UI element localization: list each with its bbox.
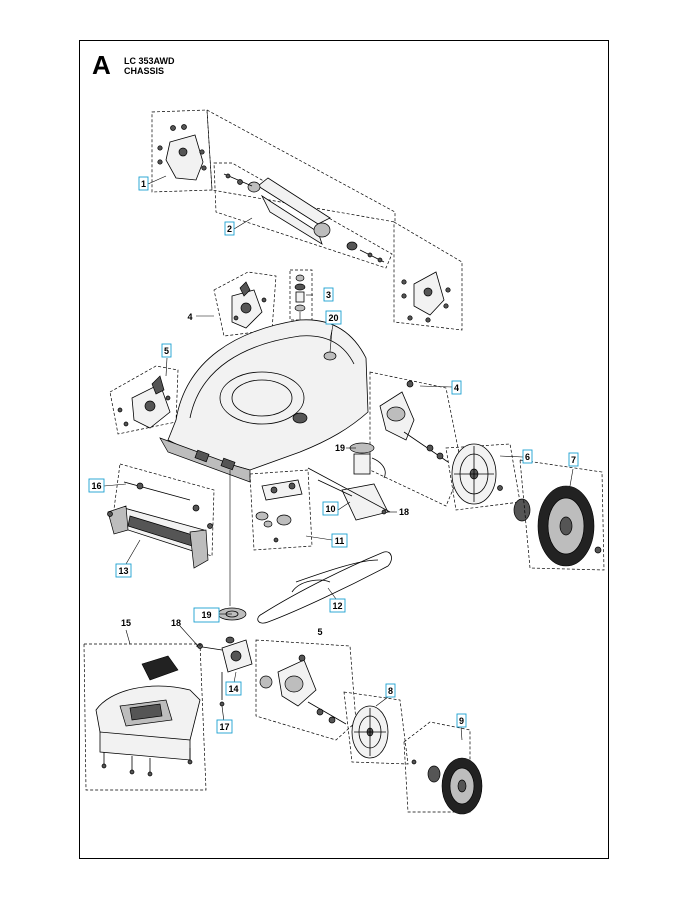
svg-text:19: 19 bbox=[201, 610, 211, 620]
svg-text:2: 2 bbox=[227, 224, 232, 234]
rear-drive-assembly bbox=[369, 371, 605, 571]
callout-10: 10 bbox=[322, 501, 339, 516]
model-name: LC 353AWD bbox=[124, 56, 175, 66]
callout-8: 8 bbox=[385, 683, 396, 698]
callout-16: 16 bbox=[88, 478, 105, 493]
callout-19-upper: 19 bbox=[335, 443, 345, 453]
svg-text:4: 4 bbox=[187, 312, 192, 322]
callout-4-left: 4 bbox=[187, 312, 192, 322]
callout-13: 13 bbox=[115, 563, 132, 578]
svg-text:19: 19 bbox=[335, 443, 345, 453]
callout-2: 2 bbox=[224, 221, 235, 236]
svg-text:5: 5 bbox=[164, 346, 169, 356]
svg-text:8: 8 bbox=[388, 686, 393, 696]
svg-text:9: 9 bbox=[459, 716, 464, 726]
callout-7: 7 bbox=[568, 452, 579, 467]
top-cover bbox=[83, 643, 207, 791]
callout-15: 15 bbox=[121, 618, 131, 628]
callout-19-lower: 19 bbox=[193, 607, 220, 623]
svg-text:20: 20 bbox=[328, 313, 338, 323]
diagram-frame bbox=[79, 40, 609, 859]
svg-text:12: 12 bbox=[332, 601, 342, 611]
svg-text:18: 18 bbox=[399, 507, 409, 517]
drive-belt bbox=[257, 551, 392, 624]
front-drive-assembly bbox=[255, 639, 483, 815]
callout-3: 3 bbox=[323, 287, 334, 302]
section-letter: A bbox=[92, 50, 111, 80]
callout-17: 17 bbox=[216, 719, 233, 734]
height-lever-side bbox=[109, 365, 179, 435]
callout-5-upper: 5 bbox=[161, 343, 172, 358]
section-title: CHASSIS bbox=[124, 66, 165, 76]
handle-assembly bbox=[151, 109, 463, 331]
svg-text:3: 3 bbox=[326, 290, 331, 300]
callout-20: 20 bbox=[325, 310, 342, 325]
svg-text:4: 4 bbox=[454, 383, 459, 393]
svg-text:6: 6 bbox=[525, 452, 530, 462]
front-bumper bbox=[107, 463, 215, 569]
svg-text:16: 16 bbox=[91, 481, 101, 491]
callout-4-right: 4 bbox=[451, 380, 462, 395]
svg-text:18: 18 bbox=[171, 618, 181, 628]
svg-text:13: 13 bbox=[118, 566, 128, 576]
callout-14: 14 bbox=[225, 681, 242, 696]
callout-6: 6 bbox=[522, 449, 533, 464]
svg-text:5: 5 bbox=[317, 627, 322, 637]
callout-5-lower: 5 bbox=[317, 627, 322, 637]
callout-18-lower: 18 bbox=[171, 618, 181, 628]
gearbox-assembly bbox=[195, 470, 253, 707]
svg-text:10: 10 bbox=[325, 504, 335, 514]
leader-lines bbox=[103, 175, 574, 741]
svg-text:1: 1 bbox=[141, 179, 146, 189]
callout-1: 1 bbox=[138, 176, 149, 191]
callout-11: 11 bbox=[331, 533, 348, 548]
axle-pulley-upper bbox=[307, 442, 391, 521]
callout-12: 12 bbox=[329, 598, 346, 613]
callout-9: 9 bbox=[456, 713, 467, 728]
svg-text:17: 17 bbox=[219, 722, 229, 732]
svg-text:15: 15 bbox=[121, 618, 131, 628]
svg-text:14: 14 bbox=[228, 684, 238, 694]
svg-text:7: 7 bbox=[571, 455, 576, 465]
center-linkage bbox=[249, 469, 313, 551]
callout-18-upper: 18 bbox=[399, 507, 409, 517]
svg-text:11: 11 bbox=[335, 536, 345, 546]
mower-deck bbox=[159, 319, 369, 483]
height-lever-left bbox=[213, 271, 277, 337]
